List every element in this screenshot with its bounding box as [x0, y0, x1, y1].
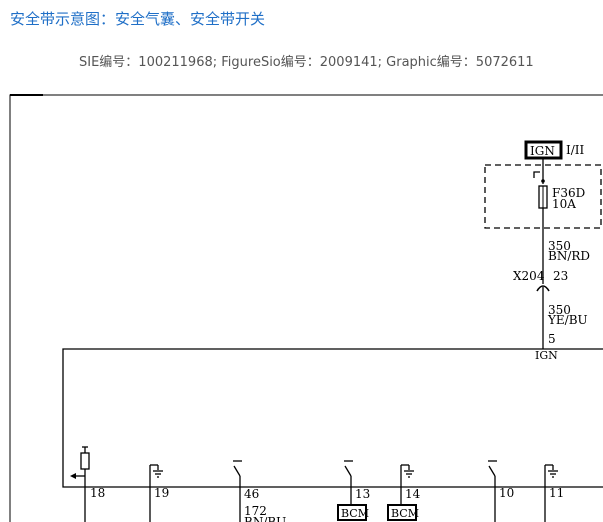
- bcm-box-13: [337, 504, 367, 521]
- fuse-rating: 10A: [552, 197, 576, 211]
- module-outline: [62, 348, 603, 488]
- wire2-gauge: 350: [548, 303, 571, 317]
- pin-19-ground-icon: [149, 464, 163, 522]
- fuse-name: F36D: [552, 186, 585, 200]
- pin-label-11: 11: [549, 486, 564, 500]
- pin-label-46: 46: [244, 487, 259, 501]
- diagram-frame: [9, 94, 603, 522]
- module-pin-label: IGN: [535, 349, 558, 362]
- pin-11-ground-icon: [544, 464, 558, 522]
- page-title: 安全带示意图：安全气囊、安全带开关: [10, 10, 266, 28]
- ign-mode: I/II: [566, 143, 585, 157]
- ign-label: IGN: [530, 144, 555, 158]
- bcm-label-13: BCM: [341, 507, 369, 520]
- wire3-color: BN/BU: [244, 515, 286, 522]
- fuse-node: [541, 179, 545, 183]
- pin-10-switch-icon: [488, 460, 497, 522]
- bcm-label-14: BCM: [391, 507, 419, 520]
- module-pin: 5: [548, 332, 556, 346]
- connector-label: X204: [513, 269, 545, 283]
- pin-18-symbol: [70, 446, 90, 522]
- wire1-color: BN/RD: [548, 249, 590, 263]
- wire3-gauge: 172: [244, 504, 267, 518]
- connector-pin: 23: [553, 269, 568, 283]
- pin-label-13: 13: [355, 487, 370, 501]
- pin-14-ground-icon: [400, 464, 414, 505]
- wire1-gauge: 350: [548, 239, 571, 253]
- pin-13-switch-icon: [344, 460, 353, 505]
- pin-label-18: 18: [90, 486, 105, 500]
- pin-46-switch-icon: [233, 460, 242, 522]
- fuse-tap-icon: [533, 171, 540, 178]
- wire2-color: YE/BU: [547, 313, 588, 327]
- pin-label-19: 19: [154, 486, 169, 500]
- bcm-box-14: [387, 504, 417, 521]
- pin-label-10: 10: [499, 486, 514, 500]
- pin-label-14: 14: [405, 487, 421, 501]
- document-ids: SIE编号：100211968; FigureSio编号：2009141; Gr…: [79, 55, 534, 70]
- connector-icon: [536, 285, 550, 292]
